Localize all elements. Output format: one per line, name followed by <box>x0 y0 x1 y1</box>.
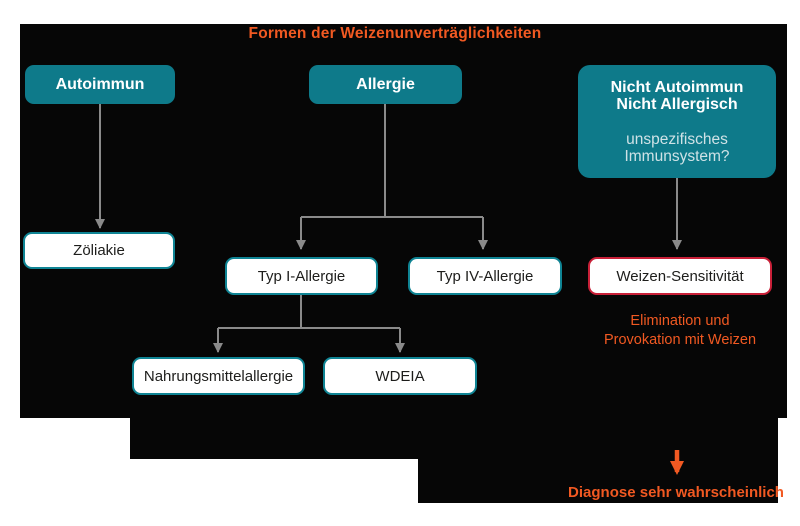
node-wdeia: WDEIA <box>323 357 477 395</box>
node-autoimmun-label: Autoimmun <box>55 75 145 93</box>
node-nicht-label-line1: Nicht Autoimmun <box>610 78 744 96</box>
annotation-diagnose: Diagnose sehr wahrscheinlich <box>568 484 784 501</box>
node-zoeliakie-label: Zöliakie <box>73 242 125 259</box>
node-autoimmun: Autoimmun <box>25 65 175 104</box>
node-nicht-autoimmun-nicht-allergisch: Nicht Autoimmun Nicht Allergisch unspezi… <box>578 65 776 178</box>
annotation-elimination: Elimination und Provokation mit Weizen <box>570 312 790 350</box>
node-nahrung-label: Nahrungsmittelallergie <box>143 367 294 385</box>
node-nicht-subtext-line1: unspezifisches <box>626 130 728 148</box>
node-wdeia-label: WDEIA <box>375 367 425 385</box>
node-allergie: Allergie <box>309 65 462 104</box>
node-allergie-label: Allergie <box>356 75 415 93</box>
node-nicht-subtext-line2: Immunsystem? <box>624 147 730 165</box>
node-typ4-label: Typ IV-Allergie <box>436 267 534 285</box>
node-weizen-sensitivitaet: Weizen-Sensitivität <box>588 257 772 295</box>
annotation-elimination-line2: Provokation mit Weizen <box>603 332 757 348</box>
node-nahrungsmittelallergie: Nahrungsmittelallergie <box>132 357 305 395</box>
node-typ4-allergie: Typ IV-Allergie <box>408 257 562 295</box>
node-typ1-label: Typ I-Allergie <box>257 267 346 285</box>
annotation-elimination-line1: Elimination und <box>630 313 730 329</box>
diagram-title: Formen der Weizenunverträglichkeiten <box>248 25 542 42</box>
node-nicht-label-line2: Nicht Allergisch <box>616 95 738 113</box>
node-weizen-label: Weizen-Sensitivität <box>616 267 744 285</box>
node-zoeliakie: Zöliakie <box>23 232 175 269</box>
node-typ1-allergie: Typ I-Allergie <box>225 257 378 295</box>
